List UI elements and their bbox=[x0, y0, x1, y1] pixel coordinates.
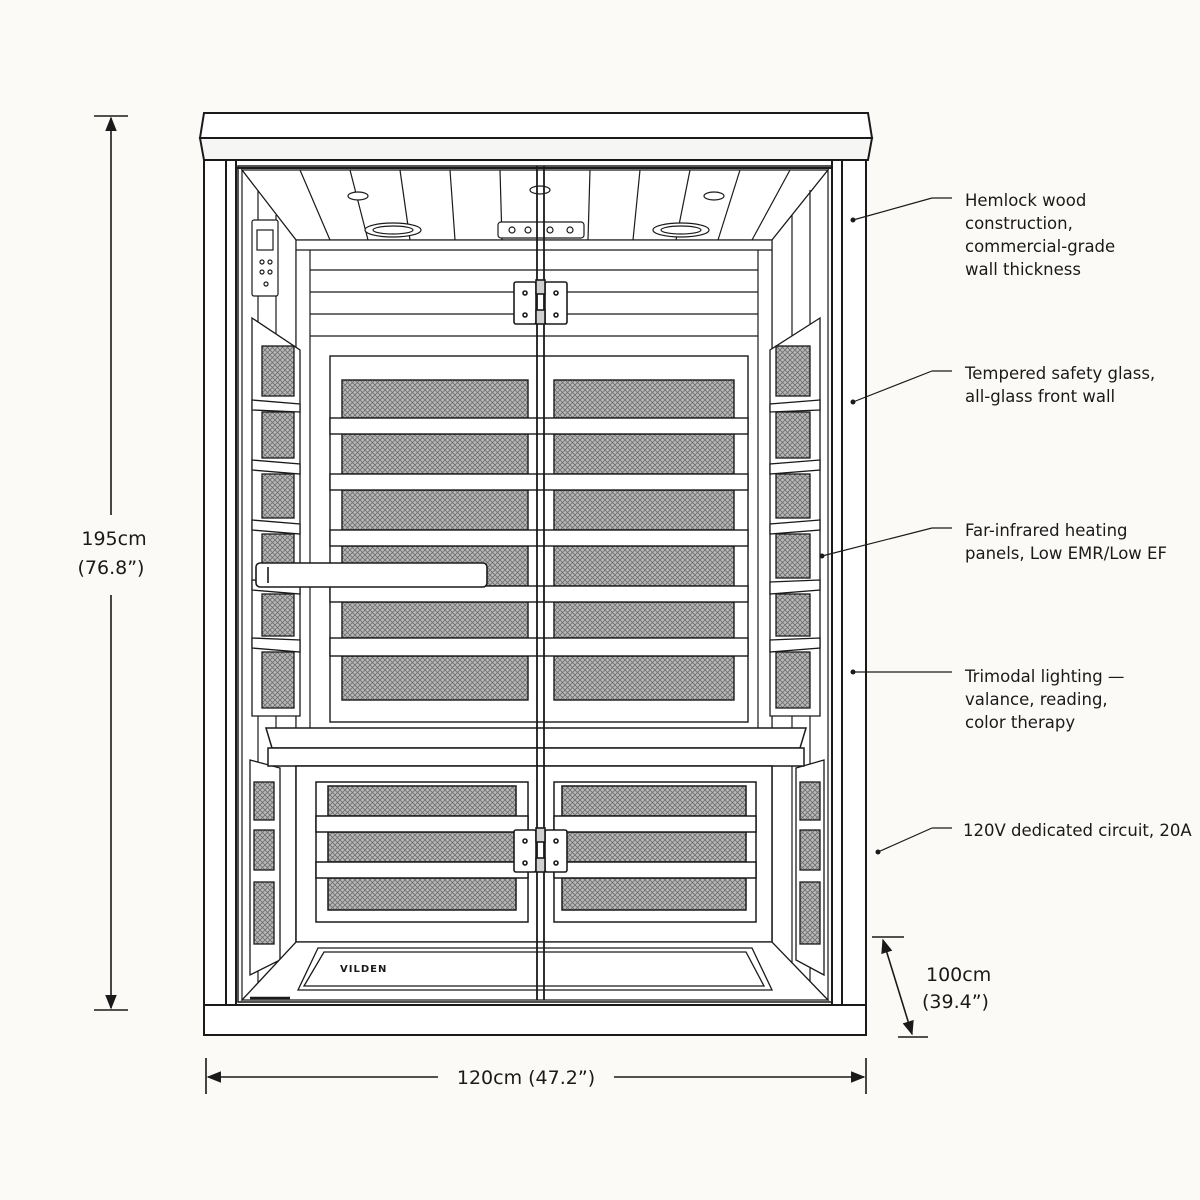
depth-dimension bbox=[872, 936, 928, 1038]
floor-mat-brand: VILDEN bbox=[340, 964, 387, 975]
height-dimension bbox=[94, 115, 128, 1011]
depth-imperial-label: (39.4”) bbox=[922, 991, 989, 1013]
door-handle bbox=[255, 562, 488, 588]
ceiling bbox=[240, 169, 830, 241]
callout-line: color therapy bbox=[965, 713, 1075, 732]
callout-wood-construction: Hemlock wood construction, commercial-gr… bbox=[965, 191, 1115, 279]
callout-line: panels, Low EMR/Low EF bbox=[965, 544, 1167, 563]
callout-lighting: Trimodal lighting — valance, reading, co… bbox=[964, 667, 1124, 732]
callout-line: Tempered safety glass, bbox=[964, 364, 1155, 383]
callout-line: all-glass front wall bbox=[965, 387, 1115, 406]
back-heating-panels bbox=[329, 355, 749, 723]
callout-leaders bbox=[819, 197, 952, 855]
callout-heating-panels: Far-infrared heating panels, Low EMR/Low… bbox=[965, 521, 1167, 563]
width-label: 120cm (47.2”) bbox=[457, 1067, 595, 1089]
top-hinge bbox=[513, 279, 568, 325]
callout-line: commercial-grade bbox=[965, 237, 1115, 256]
height-imperial-label: (76.8”) bbox=[78, 557, 145, 579]
bottom-hinge bbox=[513, 827, 568, 873]
callout-line: valance, reading, bbox=[965, 690, 1108, 709]
callout-tempered-glass: Tempered safety glass, all-glass front w… bbox=[964, 364, 1155, 406]
bench bbox=[264, 727, 808, 943]
callout-line: wall thickness bbox=[965, 260, 1081, 279]
callout-line: Trimodal lighting — bbox=[964, 667, 1124, 686]
callout-electrical: 120V dedicated circuit, 20A bbox=[963, 821, 1192, 840]
height-metric-label: 195cm bbox=[81, 528, 146, 550]
callout-line: Far-infrared heating bbox=[965, 521, 1128, 540]
right-side-heating-panels bbox=[769, 316, 825, 977]
callout-line: Hemlock wood bbox=[965, 191, 1086, 210]
callout-line: 120V dedicated circuit, 20A bbox=[963, 821, 1192, 840]
callout-line: construction, bbox=[965, 214, 1073, 233]
floor bbox=[240, 941, 830, 1001]
depth-metric-label: 100cm bbox=[926, 964, 991, 986]
left-side-heating-panels bbox=[249, 316, 301, 977]
width-dimension bbox=[205, 1058, 867, 1094]
